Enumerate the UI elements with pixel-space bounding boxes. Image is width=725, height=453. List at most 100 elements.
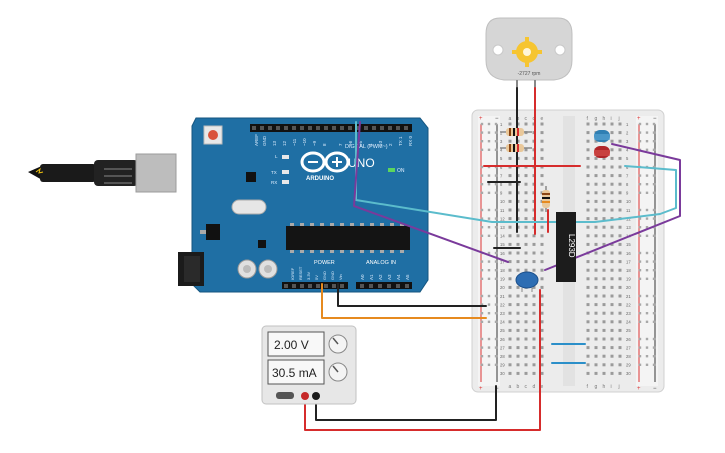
- bb-row-label: 23: [500, 311, 505, 316]
- bb-row-label: 19: [500, 277, 505, 282]
- power-supply[interactable]: 2.00 V 30.5 mA: [261, 325, 357, 405]
- bb-row-label: 8: [626, 182, 629, 187]
- bb-col-label: b: [517, 384, 520, 390]
- bb-col-label: d: [533, 384, 536, 390]
- bb-rail-sign: +: [479, 386, 483, 392]
- led-red[interactable]: [594, 146, 610, 158]
- power-label: POWER: [314, 260, 335, 266]
- pin-label: GND: [262, 135, 267, 146]
- resistor-2[interactable]: [500, 144, 532, 152]
- bb-row-label: 24: [626, 320, 631, 325]
- bb-row-label: 27: [626, 345, 631, 350]
- bb-row-label: 21: [500, 294, 505, 299]
- wire-purple-b[interactable]: [544, 143, 681, 271]
- voltage-knob[interactable]: [328, 334, 348, 354]
- gear-icon: [512, 37, 542, 67]
- bb-row-label: 17: [626, 259, 631, 264]
- bb-row-label: 27: [500, 345, 505, 350]
- reset-button[interactable]: [208, 130, 218, 140]
- bb-col-label: h: [603, 116, 606, 122]
- l-led-label: L: [275, 154, 278, 159]
- bb-row-label: 24: [500, 320, 505, 325]
- pin-label: ~11: [292, 138, 297, 146]
- pin-label: GND: [322, 271, 327, 280]
- bb-row-label: 5: [500, 156, 503, 161]
- pin-label: 7: [338, 143, 343, 146]
- bb-rail-sign: −: [495, 116, 499, 122]
- pin-label: 3.3V: [306, 271, 311, 280]
- negative-terminal[interactable]: [312, 392, 320, 400]
- led-blue[interactable]: [594, 130, 610, 142]
- wire-teal[interactable]: [355, 121, 677, 223]
- bb-row-label: 7: [626, 173, 629, 178]
- pin-label: ~6: [348, 140, 353, 146]
- bb-row-label: 2: [500, 130, 503, 135]
- bb-col-label: e: [541, 384, 544, 390]
- arduino-logo: [300, 151, 350, 173]
- pin-label: AREF: [254, 134, 259, 146]
- bb-col-label: j: [618, 384, 620, 390]
- bb-row-label: 22: [626, 302, 631, 307]
- resistor-1[interactable]: [500, 128, 532, 136]
- resistor-3[interactable]: [542, 186, 550, 212]
- bb-row-label: 12: [500, 216, 505, 221]
- bb-row-label: 26: [500, 337, 505, 342]
- pin-label: RESET: [298, 266, 303, 280]
- bb-row-label: 12: [626, 216, 631, 221]
- pin-label: TX 1: [398, 136, 403, 146]
- pin-label: A0: [360, 274, 365, 280]
- bb-row-label: 6: [500, 165, 503, 170]
- digital-label: DIGITAL (PWM~): [345, 144, 388, 150]
- pin-label: ~3: [378, 140, 383, 146]
- bb-row-label: 9: [500, 191, 503, 196]
- wire-supply-red[interactable]: [304, 289, 541, 431]
- wire-black-gnd[interactable]: [337, 283, 487, 307]
- bb-row-label: 11: [626, 208, 631, 213]
- bb-row-label: 30: [500, 371, 505, 376]
- bb-row-label: 18: [626, 268, 631, 273]
- bb-row-label: 13: [626, 225, 631, 230]
- bb-row-label: 29: [626, 363, 631, 368]
- bb-row-label: 4: [626, 148, 629, 153]
- pin-label: 5V: [314, 275, 319, 280]
- bb-rail-sign: −: [653, 116, 657, 122]
- pin-label: Vin: [338, 274, 343, 280]
- dc-motor[interactable]: -2727 rpm: [485, 17, 573, 88]
- pin-label: RX 0: [408, 135, 413, 146]
- pin-label: 4: [368, 143, 373, 146]
- current-knob[interactable]: [328, 362, 348, 382]
- bb-col-label: e: [541, 116, 544, 122]
- bb-col-label: i: [611, 384, 612, 390]
- motor-rpm: -2727 rpm: [518, 71, 541, 77]
- pin-label: A4: [396, 274, 401, 280]
- positive-terminal[interactable]: [301, 392, 309, 400]
- bb-row-label: 18: [500, 268, 505, 273]
- bb-row-label: 1: [500, 122, 503, 127]
- l293d-chip[interactable]: L293D: [556, 212, 576, 282]
- wire-purple-a[interactable]: [353, 121, 509, 263]
- ceramic-capacitor[interactable]: [515, 271, 539, 292]
- pin-label: A3: [387, 274, 392, 280]
- bb-row-label: 2: [626, 130, 629, 135]
- wire-orange[interactable]: [321, 283, 487, 319]
- bb-col-label: f: [587, 384, 589, 390]
- bb-col-label: g: [595, 116, 598, 122]
- bb-row-label: 4: [500, 148, 503, 153]
- pin-label: A2: [378, 274, 383, 280]
- pin-label: ~5: [358, 140, 363, 146]
- bb-rail-sign: −: [653, 386, 657, 392]
- brand-label: ARDUINO: [306, 176, 334, 182]
- current-display: 30.5 mA: [272, 366, 317, 380]
- wire-supply-black[interactable]: [315, 385, 497, 421]
- bb-row-label: 10: [500, 199, 505, 204]
- bb-row-label: 6: [626, 165, 629, 170]
- bb-row-label: 30: [626, 371, 631, 376]
- pin-label: 2: [388, 143, 393, 146]
- power-switch[interactable]: [276, 392, 294, 399]
- bb-row-label: 20: [626, 285, 631, 290]
- wires: [304, 87, 681, 431]
- pin-label: A5: [405, 274, 410, 280]
- bb-col-label: a: [509, 116, 512, 122]
